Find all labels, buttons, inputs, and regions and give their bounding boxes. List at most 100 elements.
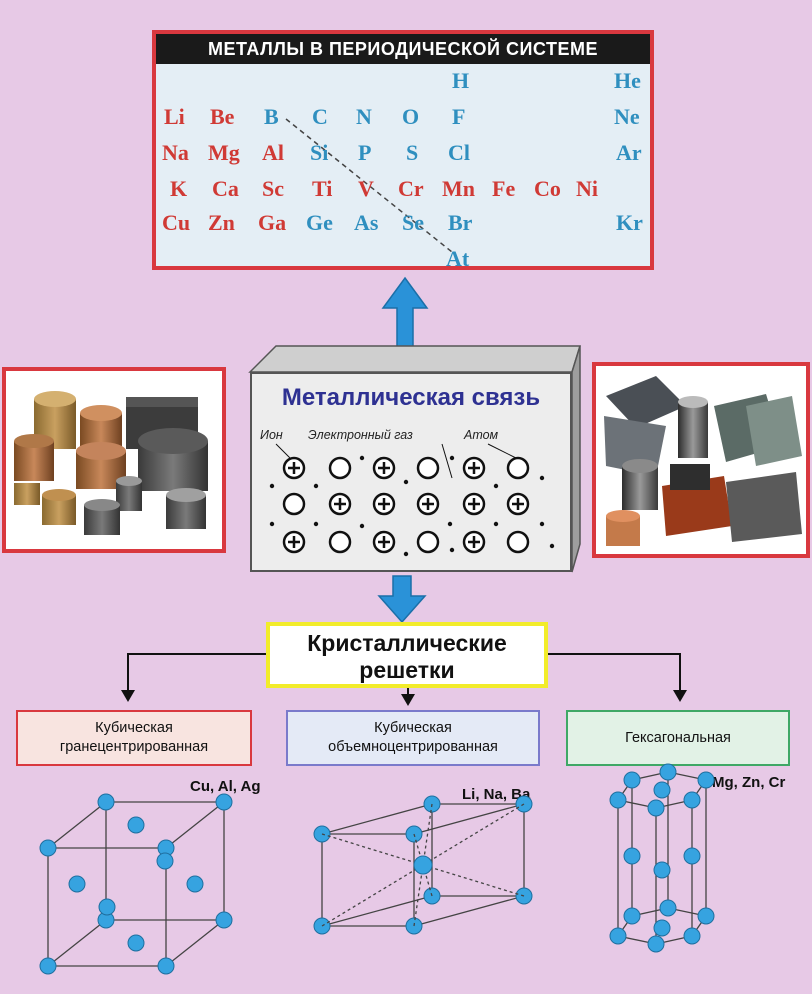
lattice-atom (623, 847, 641, 865)
electron-dot (549, 543, 555, 549)
electron-dot (539, 521, 545, 527)
bond-line (321, 864, 424, 927)
lattice-name-line1: Кубическая (374, 720, 452, 736)
element-p: P (358, 140, 372, 165)
element-cu: Cu (162, 210, 191, 235)
electron-dot (449, 547, 455, 553)
atom-circle (282, 492, 306, 516)
element-ne: Ne (614, 104, 640, 129)
ion-atom-grid (269, 443, 555, 557)
bond-line (321, 895, 433, 927)
bond-line (413, 864, 424, 927)
atom-circle (416, 530, 440, 554)
element-ca: Ca (212, 176, 239, 201)
bond-line (47, 801, 107, 849)
lattice-atom (127, 816, 145, 834)
lattice-atom (39, 839, 57, 857)
metal-samples-photo-left (2, 367, 226, 553)
atom-circle (416, 456, 440, 480)
lattice-name-line1: Кубическая (95, 720, 173, 736)
hcp-elements: Mg, Zn, Cr (712, 774, 786, 791)
plus-sign (288, 536, 300, 548)
element-at: At (446, 246, 470, 271)
lattice-name-line2: гранецентрированная (59, 739, 209, 755)
element-ge: Ge (306, 210, 333, 235)
plus-sign (422, 498, 434, 510)
plus-sign (378, 498, 390, 510)
bond-line (413, 895, 525, 927)
lattice-atom (623, 771, 641, 789)
arrow-down (377, 575, 427, 624)
electron-dot (447, 521, 453, 527)
element-mn: Mn (442, 176, 475, 201)
element-h: H (452, 68, 470, 93)
electron-dot (539, 475, 545, 481)
element-co: Co (534, 176, 561, 201)
element-fe: Fe (492, 176, 516, 201)
element-be: Be (210, 104, 235, 129)
atom-circle (506, 456, 530, 480)
plus-sign (468, 536, 480, 548)
metal-samples-photo-right (592, 362, 810, 558)
hcp-structure (609, 763, 715, 953)
plus-sign (468, 498, 480, 510)
lattice-atom (186, 875, 204, 893)
element-se: Se (402, 210, 424, 235)
element-si: Si (310, 140, 329, 165)
electron-dot (313, 483, 319, 489)
element-li: Li (164, 104, 185, 129)
branch-connector (121, 653, 687, 706)
ion-label: Ион (260, 428, 283, 442)
lattice-atom (215, 911, 233, 929)
plus-sign (334, 498, 346, 510)
metal-samples-image (596, 366, 806, 554)
fcc-elements: Cu, Al, Ag (190, 778, 261, 795)
lattice-atom (609, 927, 627, 945)
lattice-atom (609, 791, 627, 809)
electron-gas-label: Электронный газ (308, 428, 413, 442)
lattice-atom (97, 793, 115, 811)
lattice-atom (653, 861, 671, 879)
lattice-atom (653, 919, 671, 937)
lattice-atom (413, 855, 433, 875)
lattice-atom (683, 927, 701, 945)
lattice-atom (659, 763, 677, 781)
plus-sign (288, 462, 300, 474)
lattice-atom (683, 791, 701, 809)
lattice-structures (39, 763, 715, 975)
element-f: F (452, 104, 466, 129)
bond-line (165, 919, 225, 967)
atom-circle (328, 530, 352, 554)
atom-label: Атом (464, 428, 499, 442)
lattice-atom (623, 907, 641, 925)
element-ni: Ni (576, 176, 598, 201)
bond-line (413, 803, 525, 835)
lattice-atom (156, 852, 174, 870)
metallic-bond-box: Металлическая связь Ион Электронный газ … (250, 372, 572, 572)
periodic-table-title: МЕТАЛЛЫ В ПЕРИОДИЧЕСКОЙ СИСТЕМЕ (156, 34, 650, 64)
element-br: Br (448, 210, 473, 235)
electron-dot (403, 551, 409, 557)
element-he: He (614, 68, 641, 93)
lattice-atom (683, 847, 701, 865)
electron-dot (493, 483, 499, 489)
fcc-structure (39, 793, 233, 975)
element-ga: Ga (258, 210, 287, 235)
element-o: O (402, 104, 420, 129)
lattice-name-line2: объемноцентрированная (328, 739, 498, 755)
element-b: B (264, 104, 279, 129)
lattice-atom (127, 934, 145, 952)
plus-sign (378, 536, 390, 548)
lattice-atom (98, 898, 116, 916)
lattice-atom (68, 875, 86, 893)
element-cl: Cl (448, 140, 470, 165)
lattice-name-line1: Гексагональная (625, 729, 731, 746)
element-mg: Mg (208, 140, 240, 165)
electron-dot (269, 521, 275, 527)
bond-line (422, 803, 525, 866)
lattice-atom (659, 899, 677, 917)
lattice-atom (697, 771, 715, 789)
crystal-lattices-box: Кристаллические решетки (266, 622, 548, 688)
lattice-atom (697, 907, 715, 925)
